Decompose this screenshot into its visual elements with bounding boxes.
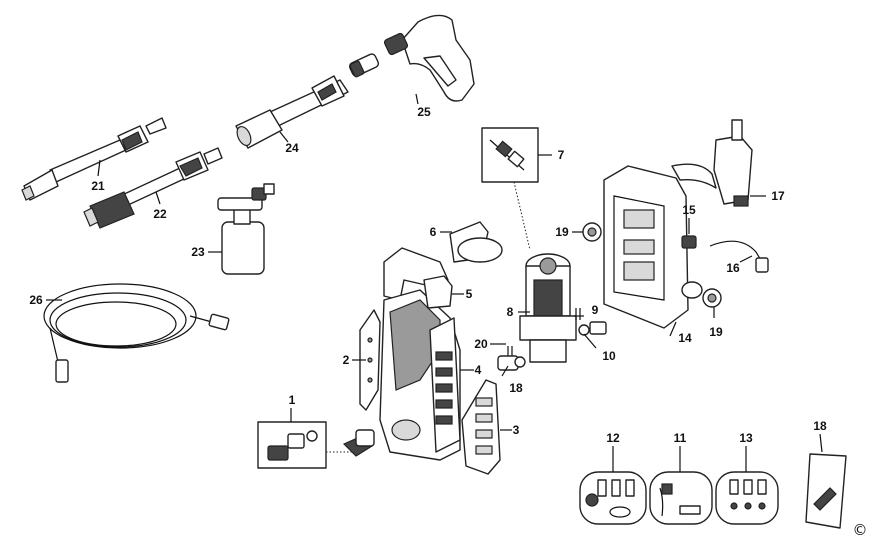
callout-1: 1 — [289, 393, 296, 407]
callout-19-left: 19 — [555, 225, 569, 239]
callout-labels: 1 2 3 4 5 6 7 8 9 10 11 12 13 14 15 16 1… — [29, 105, 827, 445]
kit-seal-set — [715, 471, 779, 525]
part-grease-packet — [805, 453, 847, 529]
callout-23: 23 — [191, 245, 205, 259]
callout-8: 8 — [507, 305, 514, 319]
kit-hose-adapter — [649, 471, 713, 525]
callout-2: 2 — [343, 353, 350, 367]
callout-4: 4 — [475, 363, 482, 377]
part-pump-fittings — [497, 308, 607, 371]
part-main-housing — [379, 247, 461, 461]
part-inlet-coupling — [257, 421, 375, 469]
callout-20: 20 — [474, 337, 488, 351]
callout-12: 12 — [606, 431, 620, 445]
part-power-cable — [709, 240, 769, 273]
callout-24: 24 — [285, 141, 299, 155]
callout-19-right: 19 — [709, 325, 723, 339]
callout-16: 16 — [726, 261, 740, 275]
part-capacitor-kit — [481, 127, 539, 251]
part-switch — [681, 235, 697, 249]
callout-3: 3 — [513, 423, 520, 437]
kit-nozzle-set — [579, 471, 647, 525]
part-motor-pump — [519, 253, 577, 363]
copyright-mark: © — [853, 521, 868, 539]
callout-11: 11 — [674, 431, 687, 445]
part-spray-gun — [348, 14, 475, 102]
part-nozzle-lance — [21, 117, 167, 201]
part-hose-reel-bracket — [671, 119, 753, 207]
callout-7: 7 — [558, 148, 565, 162]
callout-14: 14 — [678, 331, 692, 345]
part-detergent-bottle — [217, 183, 275, 275]
callout-13: 13 — [739, 431, 753, 445]
part-front-cover — [461, 379, 501, 475]
part-side-panel — [359, 309, 381, 411]
part-turbo-lance — [83, 147, 223, 229]
callout-21: 21 — [91, 179, 105, 193]
callout-17: 17 — [771, 189, 785, 203]
callout-26: 26 — [29, 293, 43, 307]
callout-10: 10 — [602, 349, 616, 363]
part-frame — [603, 165, 703, 329]
callout-15: 15 — [682, 203, 696, 217]
callout-5: 5 — [466, 287, 473, 301]
part-lance — [235, 75, 349, 149]
callout-25: 25 — [417, 105, 431, 119]
callout-18-pump: 18 — [509, 381, 523, 395]
callout-22: 22 — [153, 207, 167, 221]
part-hose — [43, 283, 230, 383]
callout-18-packet: 18 — [813, 419, 827, 433]
part-wheels — [582, 222, 722, 308]
part-hose-holder — [423, 275, 453, 309]
part-cap — [449, 221, 503, 263]
callout-6: 6 — [430, 225, 437, 239]
callout-9: 9 — [592, 303, 599, 317]
